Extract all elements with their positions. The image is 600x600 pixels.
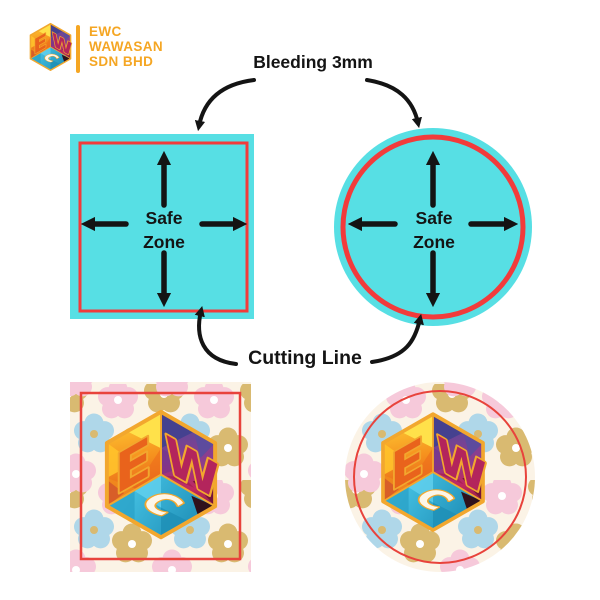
square-safezone-arrows [80, 150, 248, 308]
safezone-word-2: Zone [143, 231, 185, 252]
square-sticker-example [70, 382, 251, 572]
circle-safezone-label: Safe Zone [384, 207, 484, 254]
safezone-word-1: Safe [415, 208, 453, 228]
square-guide [70, 134, 254, 319]
square-safezone-label: Safe Zone [114, 207, 214, 254]
circle-safezone-arrows [347, 150, 519, 308]
brand-name-line-1: EWC [89, 24, 122, 39]
brand-name: EWC WAWASAN SDN BHD [89, 24, 163, 69]
bleeding-arrow-left-icon [194, 78, 256, 132]
cutting-arrow-left-icon [194, 305, 238, 366]
circle-bleed-area [334, 128, 532, 326]
cutting-arrow-right-icon [370, 313, 424, 364]
circle-cutting-line [340, 134, 526, 320]
bleeding-arrow-right-icon [365, 78, 422, 129]
safezone-word-2: Zone [413, 231, 455, 252]
brand-name-line-3: SDN BHD [89, 54, 154, 69]
brand-divider [76, 25, 80, 73]
brand-logo-mark [30, 24, 72, 71]
safezone-word-1: Safe [145, 208, 183, 228]
cutting-line-label: Cutting Line [248, 347, 362, 369]
brand-name-line-2: WAWASAN [89, 39, 164, 54]
square-sticker-cutline [79, 391, 242, 561]
bleeding-label: Bleeding 3mm [253, 52, 373, 72]
circle-sticker-cutline [353, 390, 527, 564]
circle-sticker-example [345, 382, 535, 572]
circle-guide [334, 128, 532, 326]
